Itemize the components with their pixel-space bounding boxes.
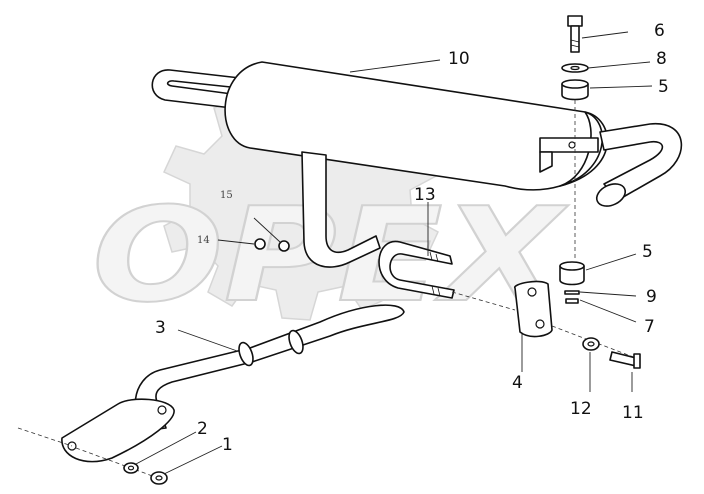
clamp-fasteners <box>582 337 641 369</box>
leader-5b <box>585 253 637 271</box>
muffler-outlet-pipe <box>599 123 683 201</box>
callout-13: 13 <box>414 185 436 205</box>
ring-14 <box>254 238 266 250</box>
bolt-thread-2 <box>570 44 580 48</box>
leader-15 <box>253 217 281 243</box>
muffler-bracket-tab <box>539 151 553 173</box>
rubber-bushing-top-face <box>561 79 589 89</box>
pipe-coupling-b <box>288 329 304 355</box>
outlet-pipe-end <box>595 183 627 207</box>
callout-15: 15 <box>220 190 233 201</box>
u-bolt <box>378 240 455 299</box>
callout-6: 6 <box>654 21 665 41</box>
callout-4: 4 <box>512 373 523 393</box>
flange-bolt-axis <box>75 447 159 479</box>
exhaust-flange <box>61 398 175 463</box>
flange-axis <box>17 427 73 447</box>
bracket-hole <box>568 141 576 149</box>
bolt-11-head <box>633 353 641 369</box>
leader-lines <box>135 31 653 475</box>
callout-3: 3 <box>155 318 166 338</box>
callout-5a: 5 <box>658 77 669 97</box>
bolt-11 <box>609 351 637 367</box>
callout-9: 9 <box>646 287 657 307</box>
muffler-down-pipe <box>301 151 381 268</box>
ring-15 <box>278 240 290 252</box>
flange-fasteners <box>123 462 168 485</box>
bolt-thread-1 <box>570 39 580 43</box>
leader-14 <box>217 239 255 245</box>
bolt-head <box>567 15 583 27</box>
nut-1-hole <box>155 475 163 481</box>
muffler-assembly <box>151 61 683 268</box>
flange-hole-right <box>157 405 167 415</box>
leader-8 <box>587 61 651 69</box>
lower-fastener-stack <box>559 261 585 304</box>
bolt-shank <box>570 25 580 53</box>
washer-lower <box>564 290 580 295</box>
rubber-bushing-lower <box>559 265 585 286</box>
leader-1 <box>163 445 223 475</box>
clamp-hole-top <box>527 287 537 297</box>
callout-12: 12 <box>570 399 592 419</box>
nut-12-hole <box>587 341 595 347</box>
rubber-bushing-lower-face <box>559 261 585 271</box>
u-bolt-thread-a <box>429 251 433 261</box>
u-bolt-body <box>378 240 455 299</box>
leader-9 <box>579 291 637 297</box>
callout-14: 14 <box>197 235 210 246</box>
clamp-hole-bottom <box>535 319 545 329</box>
callout-8: 8 <box>656 49 667 69</box>
u-bolt-thread-d <box>437 287 441 297</box>
callout-11: 11 <box>622 403 644 423</box>
washer-top-hole <box>570 65 580 71</box>
callout-7: 7 <box>644 317 655 337</box>
u-bolt-thread-b <box>435 253 439 263</box>
leader-3 <box>177 329 241 353</box>
nut-lower <box>565 298 579 304</box>
small-parts <box>254 238 290 252</box>
leader-6 <box>581 31 629 39</box>
leader-5a <box>589 85 653 89</box>
u-bolt-thread-c <box>431 285 435 295</box>
washer-2-hole <box>127 465 135 471</box>
pipe-coupling-a <box>238 341 254 367</box>
callout-10: 10 <box>448 49 470 69</box>
top-fastener-stack <box>561 15 589 260</box>
muffler-end-cap <box>559 111 604 187</box>
leader-10 <box>349 59 441 73</box>
callout-5b: 5 <box>642 242 653 262</box>
exhaust-pipe <box>17 304 405 479</box>
callout-2: 2 <box>197 419 208 439</box>
leader-7 <box>579 299 637 323</box>
callout-numbers: 1 2 3 4 5 5 6 7 8 9 10 11 12 13 14 15 <box>155 21 669 455</box>
clamp-axis-line <box>451 291 516 311</box>
leader-2 <box>135 431 197 465</box>
callout-1: 1 <box>222 435 233 455</box>
